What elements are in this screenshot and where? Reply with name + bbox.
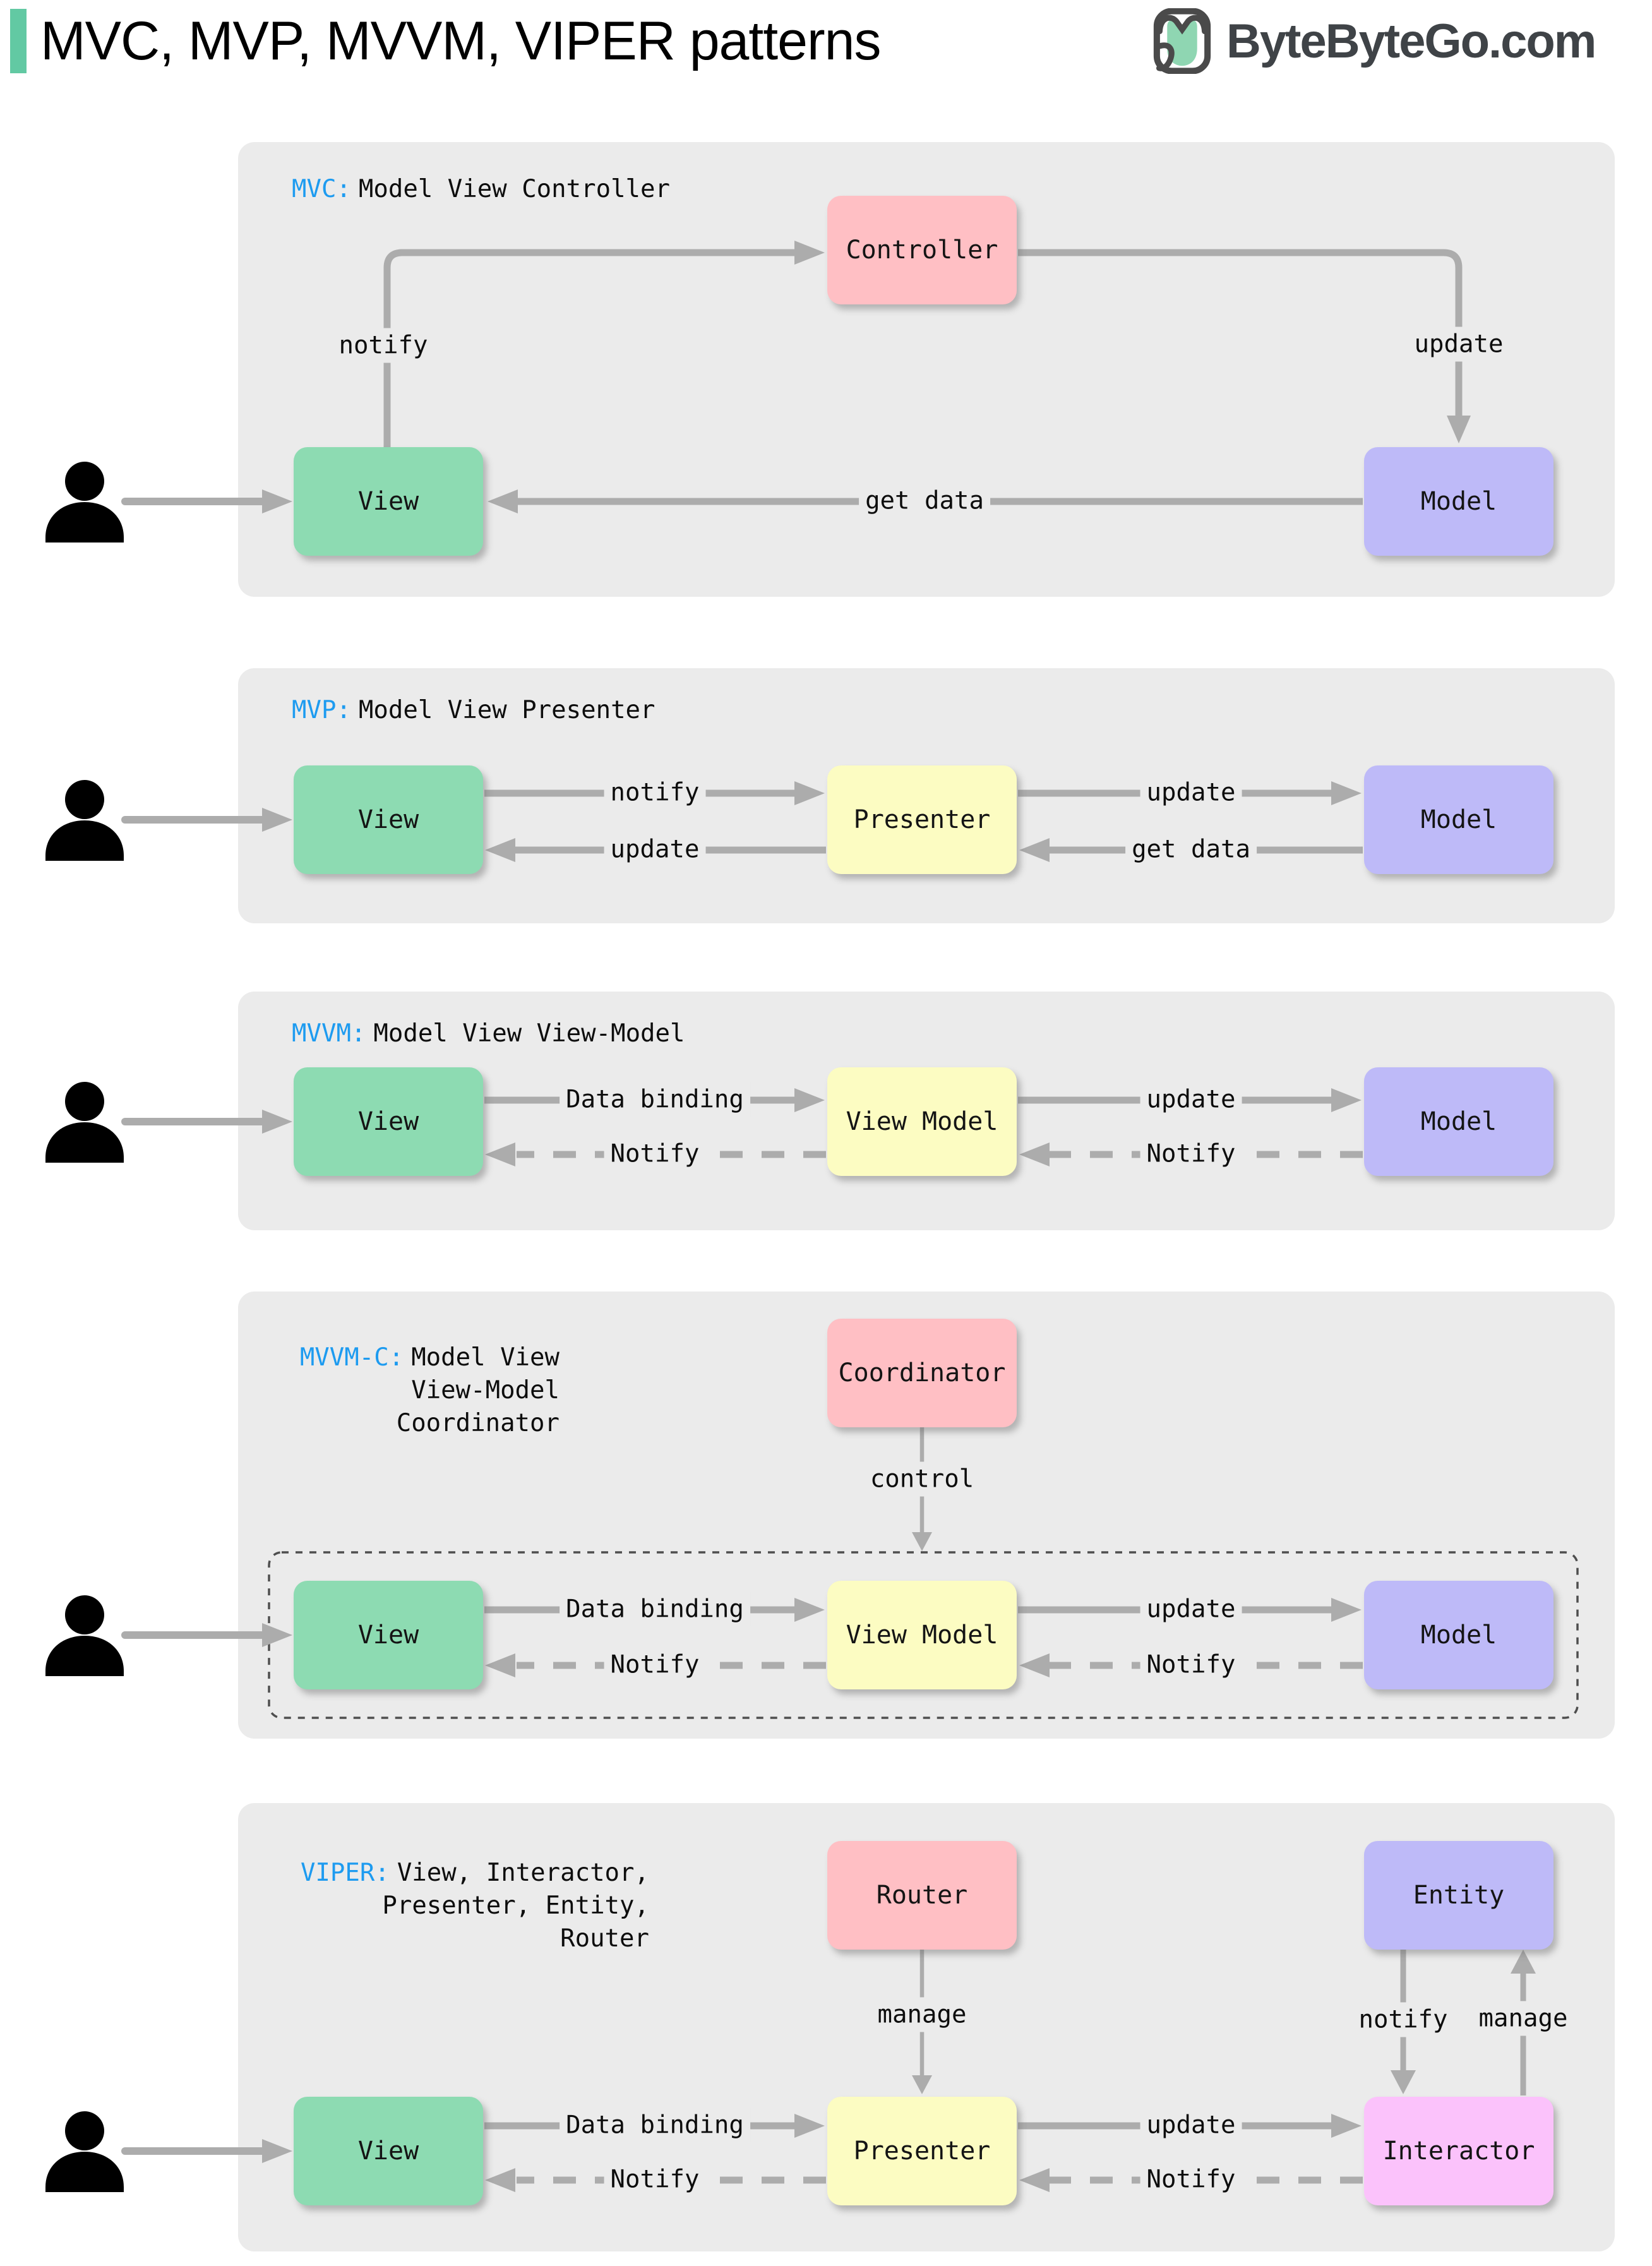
mvvm-view-model-node: View Model bbox=[827, 1067, 1017, 1176]
edge-label-viper-data-binding: Data binding bbox=[560, 2107, 750, 2143]
panel-label-text: Model View View-Model Coordinator bbox=[396, 1343, 560, 1437]
edge-label-viper-notify-view: Notify bbox=[604, 2162, 706, 2197]
mvvmc-user-arrow bbox=[121, 1623, 292, 1647]
viper-interactor-node: Interactor bbox=[1364, 2097, 1553, 2205]
panel-label-text: Model View View-Model bbox=[373, 1019, 685, 1048]
mvvm-notify-view-arrow bbox=[485, 1142, 826, 1166]
user-icon bbox=[45, 1082, 124, 1163]
mvvm-view-node: View bbox=[294, 1067, 483, 1176]
bytebytego-logo: ByteByteGo.com bbox=[1153, 6, 1596, 76]
panel-label-text: View, Interactor, Presenter, Entity, Rou… bbox=[382, 1859, 649, 1953]
mvvmc-view-node: View bbox=[294, 1581, 483, 1689]
edge-label-viper-manage-entity: manage bbox=[1472, 2001, 1574, 2036]
viper-view-node: View bbox=[294, 2097, 483, 2205]
panel-label-text: Model View Controller bbox=[358, 175, 671, 203]
edge-label-mvc-update: update bbox=[1408, 327, 1510, 362]
mvvm-user-arrow bbox=[121, 1110, 292, 1134]
panel-keyword-mvc: MVC: bbox=[292, 175, 351, 203]
user-icon bbox=[45, 462, 124, 543]
title-accent-bar bbox=[10, 9, 27, 73]
edge-label-mvvmc-control: control bbox=[863, 1461, 981, 1497]
mvvmc-view-model-node: View Model bbox=[827, 1581, 1017, 1689]
edge-label-viper-notify-interactor: notify bbox=[1352, 2002, 1454, 2037]
panel-label-mvp: MVP:Model View Presenter bbox=[292, 694, 655, 727]
edge-label-mvp-notify: notify bbox=[604, 775, 706, 810]
mvc-user-arrow bbox=[121, 489, 292, 513]
page-title: MVC, MVP, MVVM, VIPER patterns bbox=[40, 10, 881, 71]
mvc-model-node: Model bbox=[1364, 447, 1553, 556]
edge-label-viper-notify-presenter: Notify bbox=[1140, 2162, 1242, 2197]
mvvmc-coordinator-node: Coordinator bbox=[827, 1319, 1017, 1427]
user-icon bbox=[45, 2111, 124, 2192]
mvvm-model-node: Model bbox=[1364, 1067, 1553, 1176]
viper-router-node: Router bbox=[827, 1841, 1017, 1950]
panel-keyword-mvvm: MVVM: bbox=[292, 1019, 366, 1048]
viper-entity-node: Entity bbox=[1364, 1841, 1553, 1950]
panel-label-viper: VIPER:View, Interactor, Presenter, Entit… bbox=[292, 1857, 649, 1955]
mvp-model-node: Model bbox=[1364, 765, 1553, 874]
edge-label-mvp-update-view: update bbox=[604, 832, 706, 867]
viper-presenter-node: Presenter bbox=[827, 2097, 1017, 2205]
panel-label-text: Model View Presenter bbox=[358, 696, 655, 724]
mvp-user-arrow bbox=[121, 808, 292, 832]
viper-notify-presenter-arrow bbox=[1019, 2168, 1363, 2192]
mvvm-notify-vm-arrow bbox=[1019, 1142, 1363, 1166]
edge-label-mvvm-update: update bbox=[1140, 1082, 1242, 1117]
edge-label-mvvmc-update: update bbox=[1140, 1592, 1242, 1627]
edge-label-mvc-notify: notify bbox=[332, 328, 434, 363]
edge-label-mvp-update-model: update bbox=[1140, 775, 1242, 810]
edge-label-mvc-get-data: get data bbox=[859, 483, 990, 519]
mvc-view-node: View bbox=[294, 447, 483, 556]
panel-label-mvc: MVC:Model View Controller bbox=[292, 173, 670, 206]
mvc-controller-node: Controller bbox=[827, 196, 1017, 304]
mvp-presenter-node: Presenter bbox=[827, 765, 1017, 874]
mvvmc-notify-vm-arrow bbox=[1019, 1653, 1363, 1677]
panel-keyword-mvp: MVP: bbox=[292, 696, 351, 724]
edge-label-mvvmc-data-binding: Data binding bbox=[560, 1592, 750, 1627]
mvvmc-model-node: Model bbox=[1364, 1581, 1553, 1689]
viper-notify-view-arrow bbox=[485, 2168, 826, 2192]
edge-label-mvvm-notify-view: Notify bbox=[604, 1136, 706, 1172]
mvvmc-notify-view-arrow bbox=[485, 1653, 826, 1677]
mvp-view-node: View bbox=[294, 765, 483, 874]
bytebytego-owl-icon bbox=[1153, 8, 1211, 74]
edge-label-mvvmc-notify-vm: Notify bbox=[1140, 1647, 1242, 1682]
panel-keyword-viper: VIPER: bbox=[300, 1859, 390, 1887]
edge-label-viper-manage-presenter: manage bbox=[871, 1997, 973, 2032]
brand-name: ByteByteGo.com bbox=[1226, 14, 1596, 68]
panel-label-mvvmc: MVVM-C:Model View View-Model Coordinator bbox=[292, 1341, 560, 1440]
edge-label-viper-update: update bbox=[1140, 2107, 1242, 2143]
panel-keyword-mvvmc: MVVM-C: bbox=[299, 1343, 404, 1372]
edge-label-mvp-get-data: get data bbox=[1125, 832, 1257, 867]
panel-label-mvvm: MVVM:Model View View-Model bbox=[292, 1017, 685, 1050]
edge-label-mvvm-data-binding: Data binding bbox=[560, 1082, 750, 1117]
user-icon bbox=[45, 1595, 124, 1676]
edge-label-mvvmc-notify-view: Notify bbox=[604, 1647, 706, 1682]
user-icon bbox=[45, 780, 124, 861]
viper-user-arrow bbox=[121, 2139, 292, 2163]
mvc-update-arrow bbox=[1018, 249, 1471, 443]
mvc-notify-arrow bbox=[383, 241, 825, 447]
edge-label-mvvm-notify-vm: Notify bbox=[1140, 1136, 1242, 1172]
